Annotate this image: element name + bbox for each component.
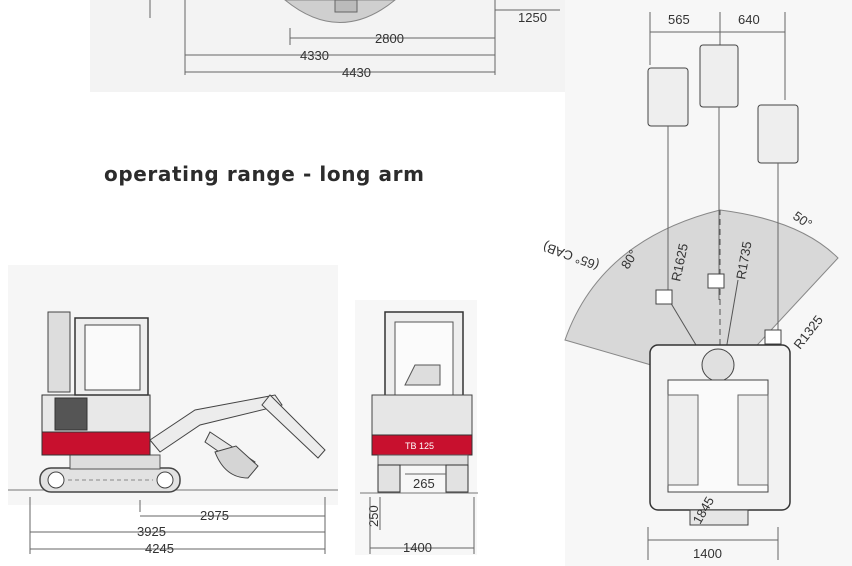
- dim-4330: 4330: [300, 48, 329, 63]
- side-view-drawing: 2975 3925 4245: [8, 265, 338, 556]
- dim-3925: 3925: [137, 524, 166, 539]
- cab-plate-text: TB 125: [405, 441, 434, 451]
- dim-4430: 4430: [342, 65, 371, 80]
- dim-1400-front: 1400: [403, 540, 432, 555]
- radius-1735: R1735: [733, 240, 754, 280]
- dim-265: 265: [413, 476, 435, 491]
- dim-1250: 1250: [518, 10, 547, 25]
- dim-1400-top: 1400: [693, 546, 722, 561]
- dim-2975: 2975: [200, 508, 229, 523]
- dim-565: 565: [668, 12, 690, 27]
- section-title: operating range - long arm: [104, 162, 425, 186]
- top-view-drawing: 565 640: [541, 0, 852, 566]
- dim-4245: 4245: [145, 541, 174, 556]
- front-view-drawing: TB 125 265 250 1400: [355, 300, 478, 555]
- dim-250: 250: [366, 505, 381, 527]
- top-range-drawing: 1250 2800 4330 4430: [90, 0, 570, 92]
- dim-640: 640: [738, 12, 760, 27]
- dim-2800: 2800: [375, 31, 404, 46]
